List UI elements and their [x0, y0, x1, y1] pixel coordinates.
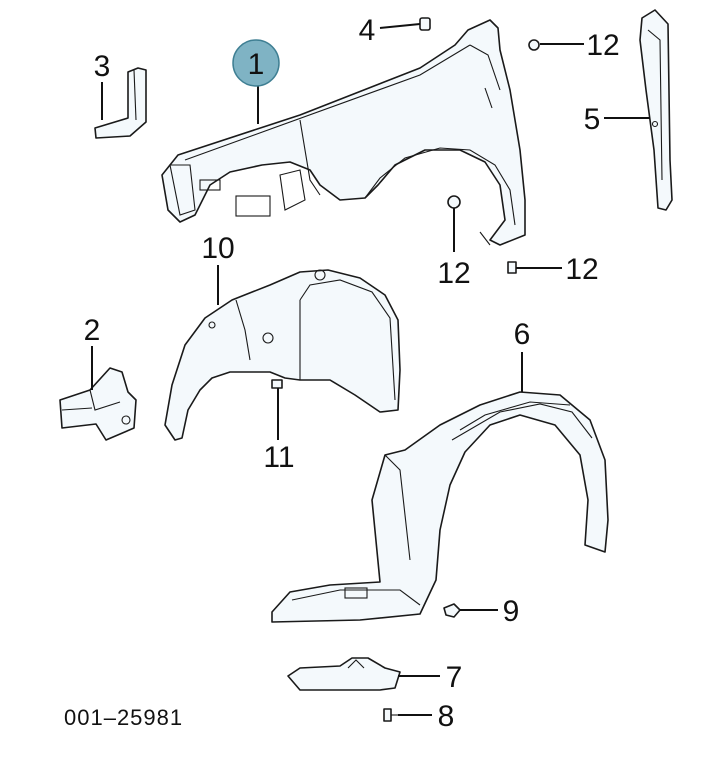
callout-1: 1 — [232, 39, 280, 87]
part-wheel-liner[interactable] — [271, 391, 609, 623]
part-bracket[interactable] — [59, 367, 137, 441]
part-inner-splash-shield[interactable] — [164, 269, 401, 441]
callout-label-9: 9 — [503, 595, 520, 628]
callout-label-6: 6 — [514, 318, 531, 351]
part-bolt-center-12[interactable] — [447, 195, 461, 209]
part-bolt-11[interactable] — [271, 379, 283, 389]
leader-lines — [91, 23, 650, 716]
callout-label-12-top: 12 — [586, 29, 619, 62]
leader-4 — [379, 23, 421, 29]
part-bolt-right-12[interactable] — [507, 261, 517, 274]
callout-label-3: 3 — [94, 50, 111, 83]
part-clip-9[interactable] — [443, 603, 461, 618]
part-lower-deflector[interactable] — [287, 657, 401, 691]
callout-label-10: 10 — [201, 232, 234, 265]
part-fender[interactable] — [161, 19, 526, 246]
callout-label-12-right: 12 — [565, 253, 598, 286]
part-seal-strip[interactable] — [94, 67, 147, 139]
callout-label-11: 11 — [263, 441, 294, 474]
callout-label-12-center: 12 — [437, 257, 470, 290]
callout-label-4: 4 — [359, 14, 376, 47]
callout-label-1: 1 — [248, 48, 265, 81]
callout-label-8: 8 — [438, 700, 455, 733]
part-side-panel[interactable] — [639, 9, 673, 211]
part-screw-8[interactable] — [383, 708, 400, 722]
part-nut-top-12[interactable] — [528, 39, 540, 51]
reference-code: 001–25981 — [64, 705, 183, 730]
highlight-circle — [232, 39, 280, 87]
callout-label-2: 2 — [84, 314, 101, 347]
callout-label-7: 7 — [446, 661, 463, 694]
callout-label-5: 5 — [584, 103, 601, 136]
part-pin-4[interactable] — [419, 17, 431, 31]
